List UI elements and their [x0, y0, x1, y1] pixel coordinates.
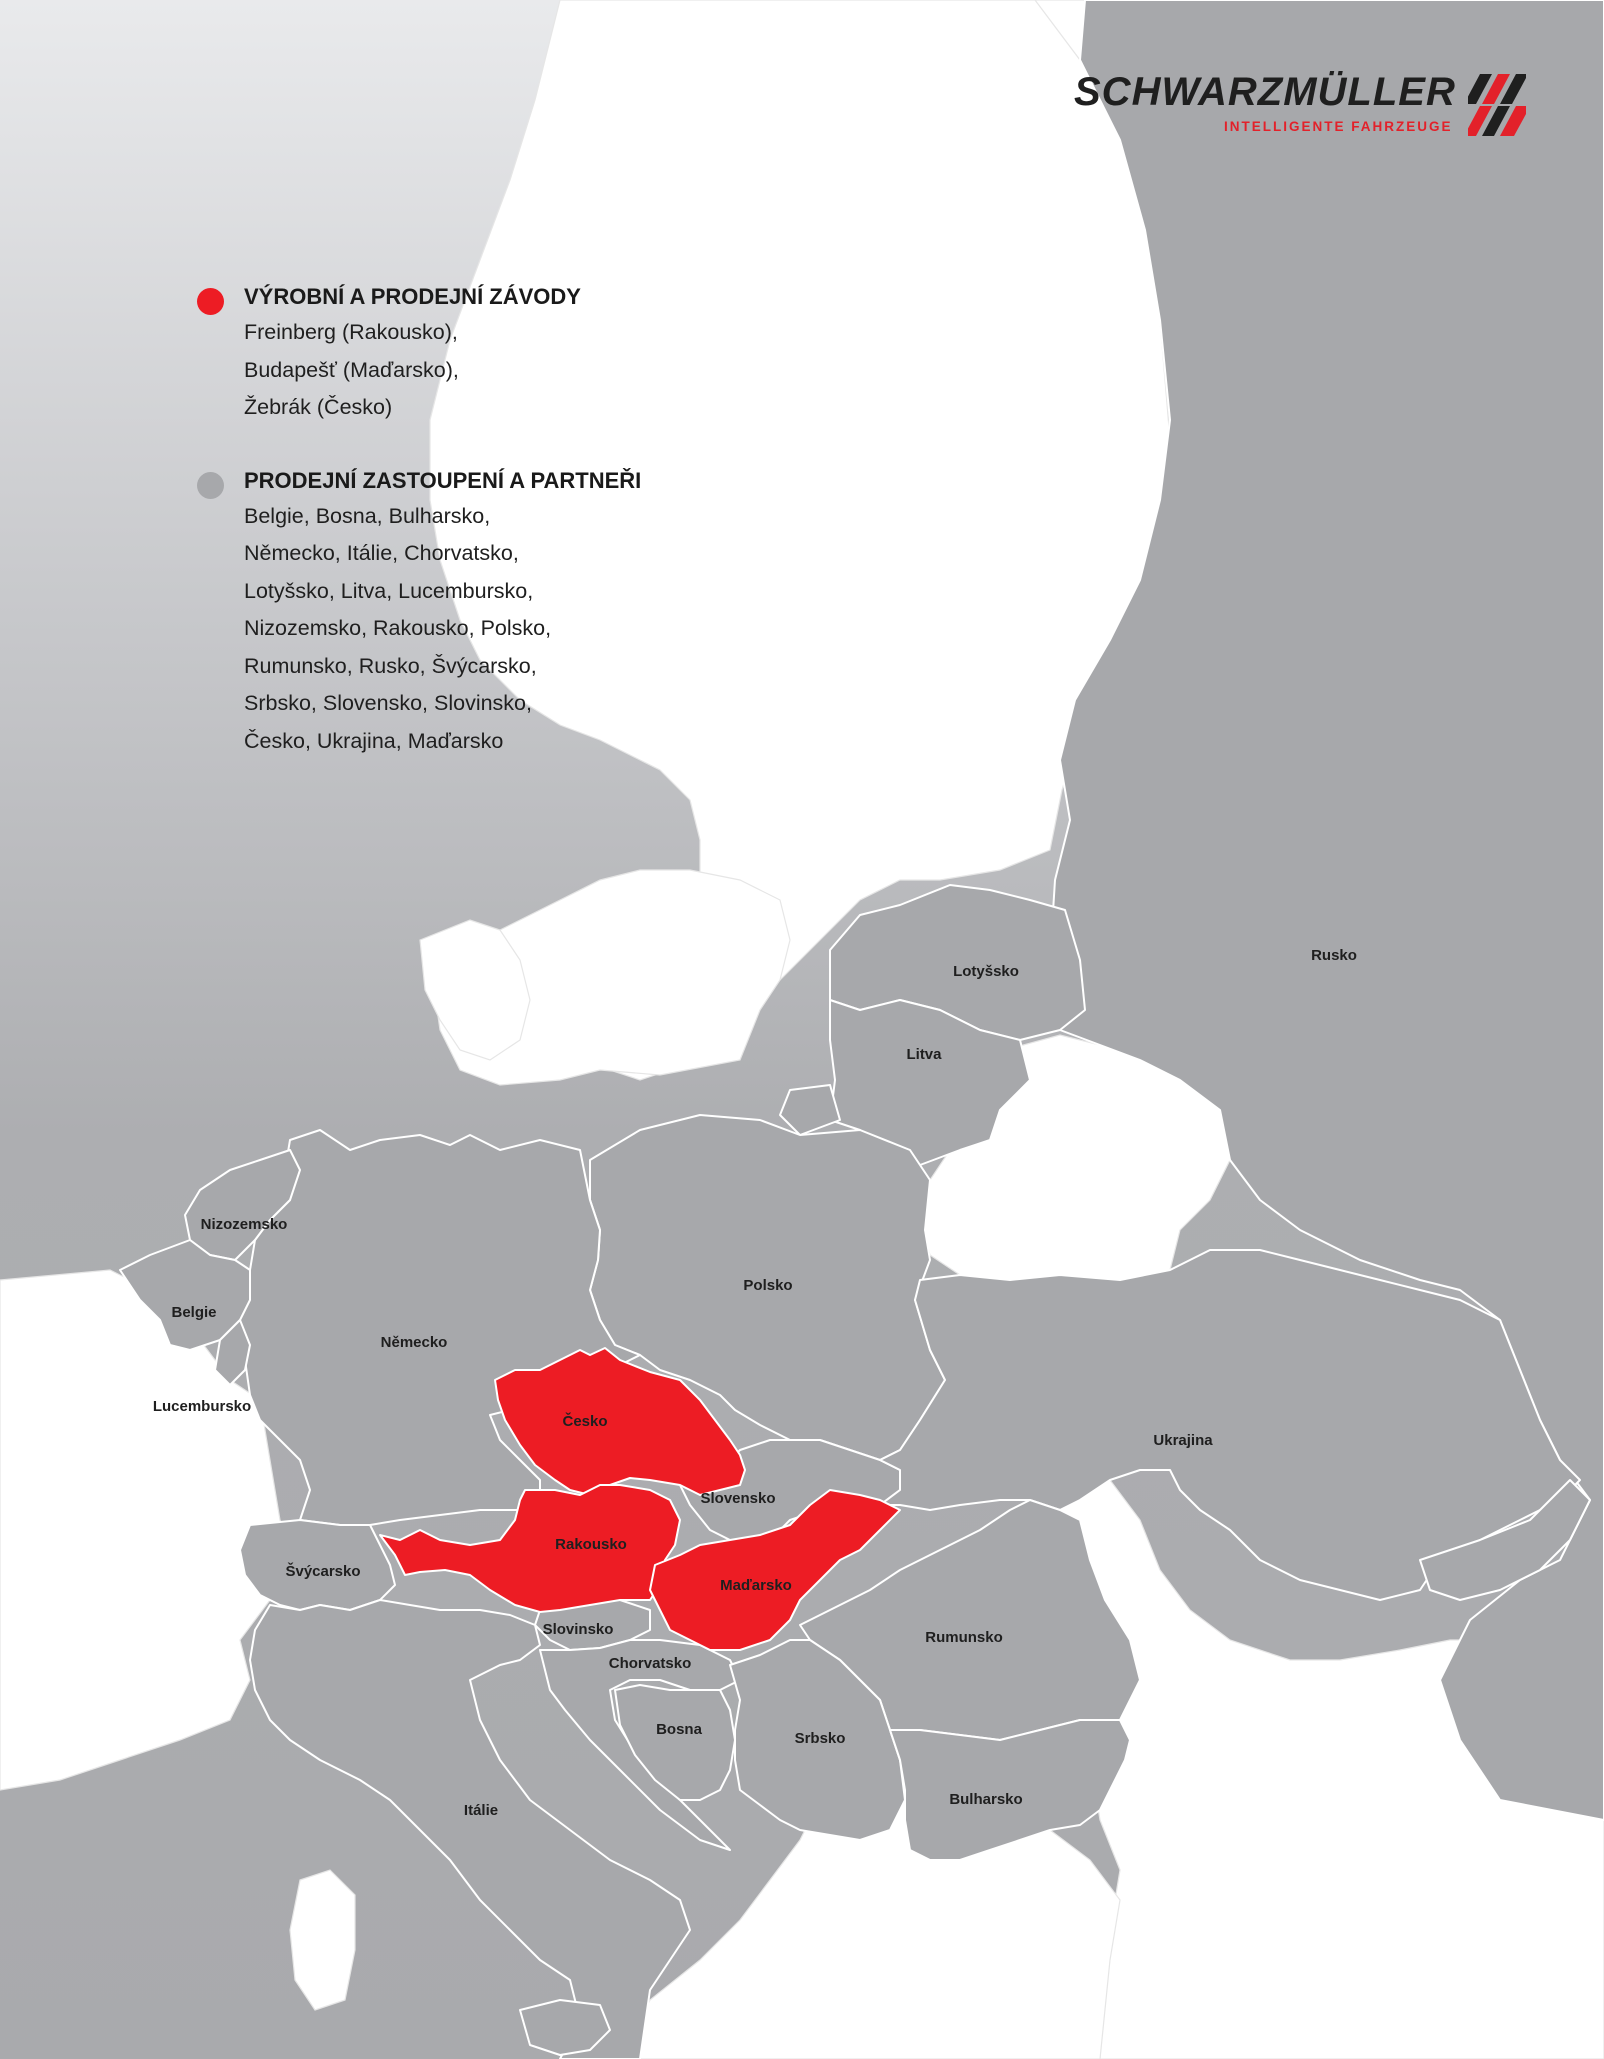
label-polsko: Polsko — [743, 1277, 792, 1294]
legend-sales-line: Česko, Ukrajina, Maďarsko — [244, 728, 504, 753]
legend-sales-title: PRODEJNÍ ZASTOUPENÍ A PARTNEŘI — [244, 467, 642, 493]
brand-logo: SCHWARZMÜLLER INTELLIGENTE FAHRZEUGE — [1060, 64, 1540, 144]
label-rumunsko: Rumunsko — [925, 1629, 1003, 1646]
label-nizozemsko: Nizozemsko — [201, 1216, 288, 1233]
label-chorvatsko: Chorvatsko — [609, 1655, 692, 1672]
production-countries — [379, 1347, 901, 1651]
country-ukrajina — [879, 1249, 1581, 1601]
country-rakousko — [379, 1484, 681, 1613]
legend-sales: PRODEJNÍ ZASTOUPENÍ A PARTNEŘI Belgie, B… — [194, 464, 754, 761]
label-nemecko: Německo — [381, 1334, 448, 1351]
label-lotyssko: Lotyšsko — [953, 963, 1019, 980]
red-dot-icon — [197, 288, 224, 315]
label-bulharsko: Bulharsko — [949, 1791, 1022, 1808]
label-madarsko: Maďarsko — [720, 1577, 792, 1594]
label-rusko: Rusko — [1311, 947, 1357, 964]
legend-sales-line: Rumunsko, Rusko, Švýcarsko, — [244, 653, 537, 678]
legend-sales-line: Srbsko, Slovensko, Slovinsko, — [244, 691, 532, 715]
legend-production-line: Freinberg (Rakousko), — [244, 320, 458, 344]
legend-sales-line: Lotyšsko, Litva, Lucembursko, — [244, 578, 534, 603]
label-bosna: Bosna — [656, 1721, 703, 1738]
label-italie: Itálie — [464, 1802, 498, 1819]
label-lucembursko: Lucembursko — [153, 1398, 251, 1415]
grey-dot-icon — [197, 471, 224, 499]
map-legend: VÝROBNÍ A PRODEJNÍ ZÁVODY Freinberg (Rak… — [194, 280, 754, 760]
country-sicilie — [519, 1999, 611, 2056]
legend-sales-line: Nizozemsko, Rakousko, Polsko, — [244, 616, 552, 640]
country-chorvatsko — [539, 1639, 741, 1851]
brand-tagline: INTELLIGENTE FAHRZEUGE — [1224, 119, 1453, 134]
land-sardinia — [289, 1869, 356, 2011]
country-bosna — [614, 1684, 736, 1801]
country-srbsko — [729, 1639, 906, 1841]
country-madarsko — [649, 1489, 901, 1651]
brand-name: SCHWARZMÜLLER — [1074, 70, 1456, 114]
country-rusko — [1049, 0, 1604, 1821]
label-ukrajina: Ukrajina — [1153, 1432, 1213, 1449]
legend-sales-line: Německo, Itálie, Chorvatsko, — [244, 541, 519, 565]
legend-production-line: Budapešť (Maďarsko), — [244, 357, 459, 382]
label-belgie: Belgie — [171, 1304, 216, 1321]
country-cesko — [494, 1347, 746, 1496]
brand-stripes-icon — [1468, 74, 1526, 136]
legend-production-line: Žebrák (Česko) — [244, 395, 393, 419]
label-slovinsko: Slovinsko — [543, 1621, 614, 1638]
country-crimea — [1419, 1479, 1591, 1601]
partner-countries — [119, 0, 1604, 2059]
country-labels: Rusko Lotyšsko Litva Polsko Německo Nizo… — [153, 947, 1357, 1819]
country-bulharsko — [889, 1719, 1131, 1861]
country-lucembursko — [214, 1319, 251, 1386]
legend-sales-line: Belgie, Bosna, Bulharsko, — [244, 503, 491, 528]
label-rakousko: Rakousko — [555, 1536, 627, 1553]
label-litva: Litva — [906, 1046, 942, 1063]
label-svycarsko: Švýcarsko — [285, 1562, 360, 1580]
country-italie — [249, 1599, 691, 2059]
label-srbsko: Srbsko — [795, 1730, 846, 1747]
label-slovensko: Slovensko — [700, 1490, 775, 1507]
legend-production-title: VÝROBNÍ A PRODEJNÍ ZÁVODY — [244, 284, 581, 309]
country-kaliningrad — [779, 1084, 841, 1136]
label-cesko: Česko — [562, 1412, 607, 1430]
country-belgie — [119, 1239, 251, 1351]
legend-production: VÝROBNÍ A PRODEJNÍ ZÁVODY Freinberg (Rak… — [194, 280, 754, 427]
land-denmark — [419, 919, 531, 1061]
